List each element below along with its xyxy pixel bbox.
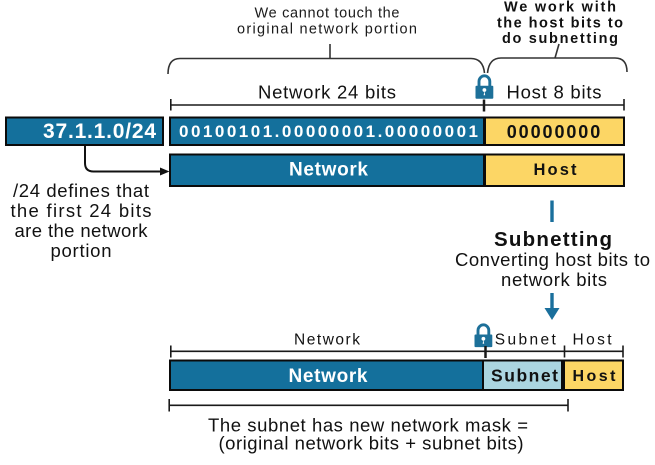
svg-text:portion: portion [51,240,112,261]
svg-text:Host 8 bits: Host 8 bits [507,82,602,103]
svg-text:Subnetting: Subnetting [494,228,612,251]
svg-text:/24 defines that: /24 defines that [13,180,149,201]
svg-text:Subnet: Subnet [495,332,557,349]
svg-text:Network: Network [289,160,368,181]
svg-text:the host bits to: the host bits to [497,15,623,31]
svg-text:The subnet has new network mas: The subnet has new network mask = [208,415,528,436]
svg-text:do subnetting: do subnetting [502,31,618,47]
svg-text:original network portion: original network portion [237,21,417,37]
svg-text:the first 24 bits: the first 24 bits [11,200,152,221]
svg-text:Network: Network [289,366,368,387]
svg-text:00000000: 00000000 [507,122,601,142]
svg-text:Converting host bits to: Converting host bits to [455,249,650,270]
svg-text:We work with: We work with [504,0,616,16]
svg-text:37.1.1.0/24: 37.1.1.0/24 [43,120,156,143]
svg-text:Network 24 bits: Network 24 bits [258,82,396,103]
svg-text:Host: Host [573,368,617,385]
svg-text:network bits: network bits [501,269,607,290]
svg-text:Network: Network [294,332,360,349]
svg-text:Host: Host [534,161,578,179]
svg-text:(original network bits + subne: (original network bits + subnet bits) [219,433,524,454]
svg-text:are the network: are the network [15,220,149,241]
svg-text:Subnet: Subnet [491,366,558,386]
svg-text:We cannot touch the: We cannot touch the [255,6,400,22]
svg-text:Host: Host [573,332,613,349]
